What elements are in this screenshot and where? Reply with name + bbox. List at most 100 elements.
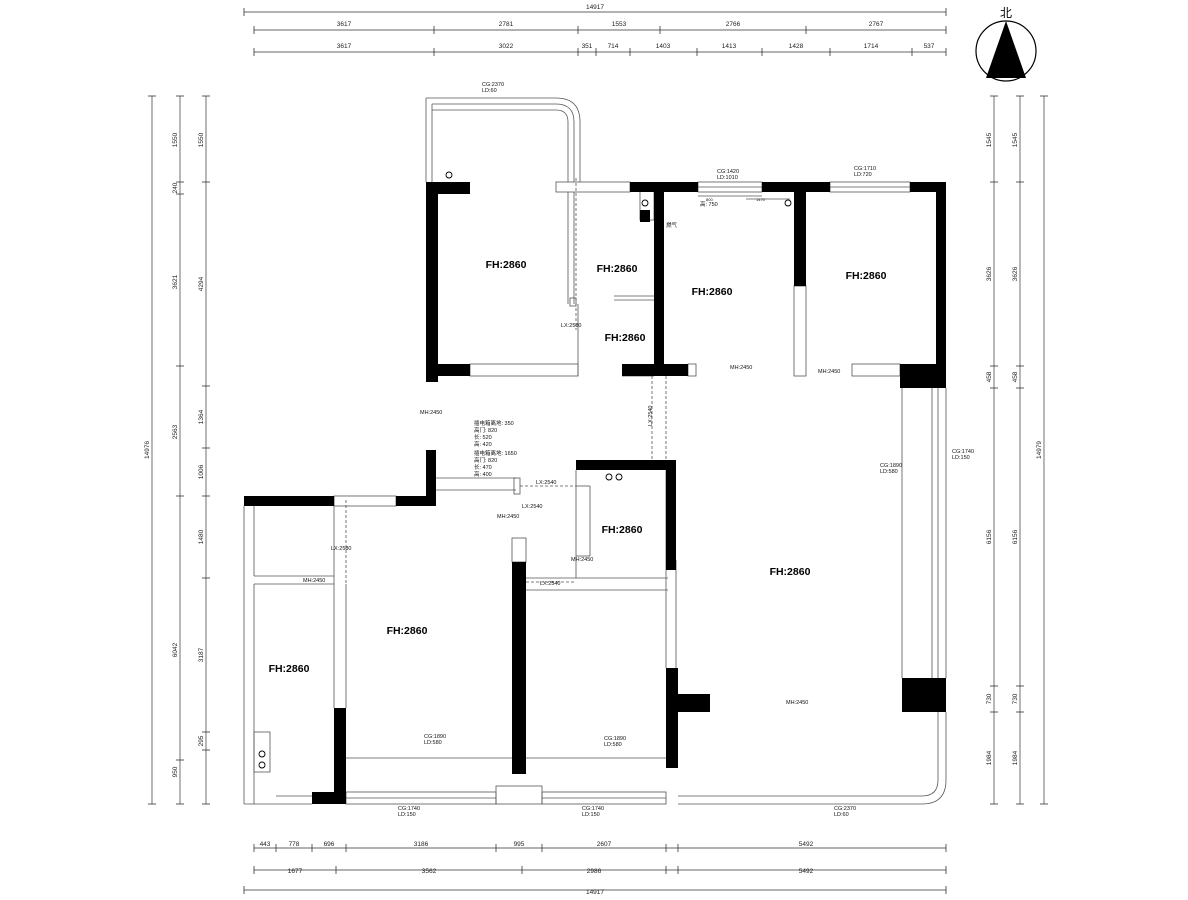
pipe-icon — [258, 750, 266, 758]
note-panel: 插电箱离地: 350 — [474, 419, 514, 427]
note-lx: LX:2540 — [648, 406, 654, 427]
dim-right-inner: 730 — [986, 693, 993, 704]
note-ld: LD:720 — [854, 172, 872, 178]
note-panel: 长: 520 — [474, 433, 492, 441]
dim-right-inner: 3626 — [986, 266, 993, 281]
dim-bottom-row1: 443 — [260, 841, 271, 848]
dim-bottom-row2: 2986 — [587, 868, 602, 875]
pipe-icon — [605, 473, 613, 481]
dim-bottom-row1: 5492 — [799, 841, 814, 848]
note-ld: LD:580 — [880, 469, 898, 475]
note-ld: LD:60 — [482, 88, 497, 94]
dim-left-inner: 1006 — [198, 464, 205, 479]
dim-right-inner: 6156 — [986, 529, 993, 544]
dim-left-outer: 240 — [172, 182, 179, 193]
note-panel: 高门: 820 — [474, 456, 497, 464]
dim-right-outer: 730 — [1012, 693, 1019, 704]
dim-top-row1: 2767 — [869, 21, 884, 28]
dim-top-row1: 3617 — [337, 21, 352, 28]
room-label: FH:2860 — [846, 270, 887, 282]
pipe-icon — [641, 199, 649, 207]
note-lx: LX:2540 — [540, 581, 561, 587]
dim-top-row2: 714 — [608, 43, 619, 50]
fixtures — [258, 171, 792, 769]
note-lx: LX:2540 — [536, 480, 557, 486]
dim-top-row2: 351 — [582, 43, 593, 50]
dim-top-row2: 1428 — [789, 43, 804, 50]
note-mh: MH:2450 — [497, 514, 519, 520]
dim-left-inner: 1364 — [198, 409, 205, 424]
dim-top-row1: 2766 — [726, 21, 741, 28]
dim-right-outer: 1545 — [1012, 132, 1019, 147]
dim-bottom-row1: 2607 — [597, 841, 612, 848]
dim-left-outer: 950 — [172, 766, 179, 777]
dim-right-inner: 458 — [986, 371, 993, 382]
note-cg: CG:1890 — [424, 734, 446, 740]
dim-bottom-row1: 995 — [514, 841, 525, 848]
dim-bottom-row2: 3562 — [422, 868, 437, 875]
note-small-dim: 1470 — [756, 197, 766, 202]
note-cg: CG:1710 — [854, 166, 876, 172]
room-label: FH:2860 — [692, 286, 733, 298]
note-ld: LD:580 — [424, 740, 442, 746]
dim-right-outer: 1984 — [1012, 750, 1019, 765]
dim-bottom-total: 14917 — [586, 889, 604, 896]
north-label: 北 — [1000, 6, 1012, 20]
dim-top-row2: 1413 — [722, 43, 737, 50]
dim-left-inner: 3187 — [198, 647, 205, 662]
dim-left-outer: 6042 — [172, 642, 179, 657]
dim-top-row1: 1553 — [612, 21, 627, 28]
dim-right-inner: 1545 — [986, 132, 993, 147]
room-label: FH:2860 — [602, 524, 643, 536]
pipe-icon — [641, 210, 649, 218]
pipe-icon — [615, 473, 623, 481]
dim-top-row2: 3617 — [337, 43, 352, 50]
note-ld: LD:150 — [582, 812, 600, 818]
dim-bottom-row2: 5492 — [799, 868, 814, 875]
dim-bottom-row1: 696 — [324, 841, 335, 848]
note-height: 高: 750 — [700, 200, 718, 208]
dim-top-row2: 537 — [924, 43, 935, 50]
dim-right-outer: 6156 — [1012, 529, 1019, 544]
note-mh: MH:2450 — [571, 557, 593, 563]
dim-left-total: 14976 — [144, 441, 151, 459]
dim-top-row2: 1403 — [656, 43, 671, 50]
note-lx: LX:2580 — [561, 323, 582, 329]
room-label: FH:2860 — [269, 663, 310, 675]
dim-bottom-row2: 1677 — [288, 868, 303, 875]
note-panel: 长: 470 — [474, 463, 492, 471]
note-mh: MH:2450 — [303, 578, 325, 584]
note-cg: CG:1740 — [952, 449, 974, 455]
dim-left-inner: 295 — [198, 735, 205, 746]
dim-right-outer: 3626 — [1012, 266, 1019, 281]
dim-top-row2: 1714 — [864, 43, 879, 50]
note-ld: LD:150 — [952, 455, 970, 461]
dim-left-inner: 1480 — [198, 529, 205, 544]
room-label: FH:2860 — [597, 263, 638, 275]
dim-bottom-row1: 3186 — [414, 841, 429, 848]
dimension-ticks — [148, 8, 1048, 894]
note-cg: CG:1890 — [604, 736, 626, 742]
note-panel: 高门: 820 — [474, 426, 497, 434]
note-cg: CG:1890 — [880, 463, 902, 469]
room-label: FH:2860 — [605, 332, 646, 344]
note-small-dim: 800 — [706, 197, 713, 202]
note-cg: CG:1740 — [582, 806, 604, 812]
thin-walls — [243, 97, 947, 805]
note-panel: 高: 420 — [474, 440, 492, 448]
pipe-icon — [258, 761, 266, 769]
north-arrow-icon — [975, 20, 1037, 82]
dim-left-outer: 2563 — [172, 424, 179, 439]
structural-walls — [244, 182, 946, 804]
pipe-icon — [784, 199, 792, 207]
dim-right-outer: 458 — [1012, 371, 1019, 382]
note-cg: CG:1740 — [398, 806, 420, 812]
room-label: FH:2860 — [387, 625, 428, 637]
dim-bottom-row1: 778 — [289, 841, 300, 848]
dim-right-total: 14979 — [1036, 441, 1043, 459]
note-cg: CG:2370 — [834, 806, 856, 812]
dim-left-inner: 1550 — [198, 132, 205, 147]
room-label: FH:2860 — [486, 259, 527, 271]
note-mh: MH:2450 — [730, 365, 752, 371]
